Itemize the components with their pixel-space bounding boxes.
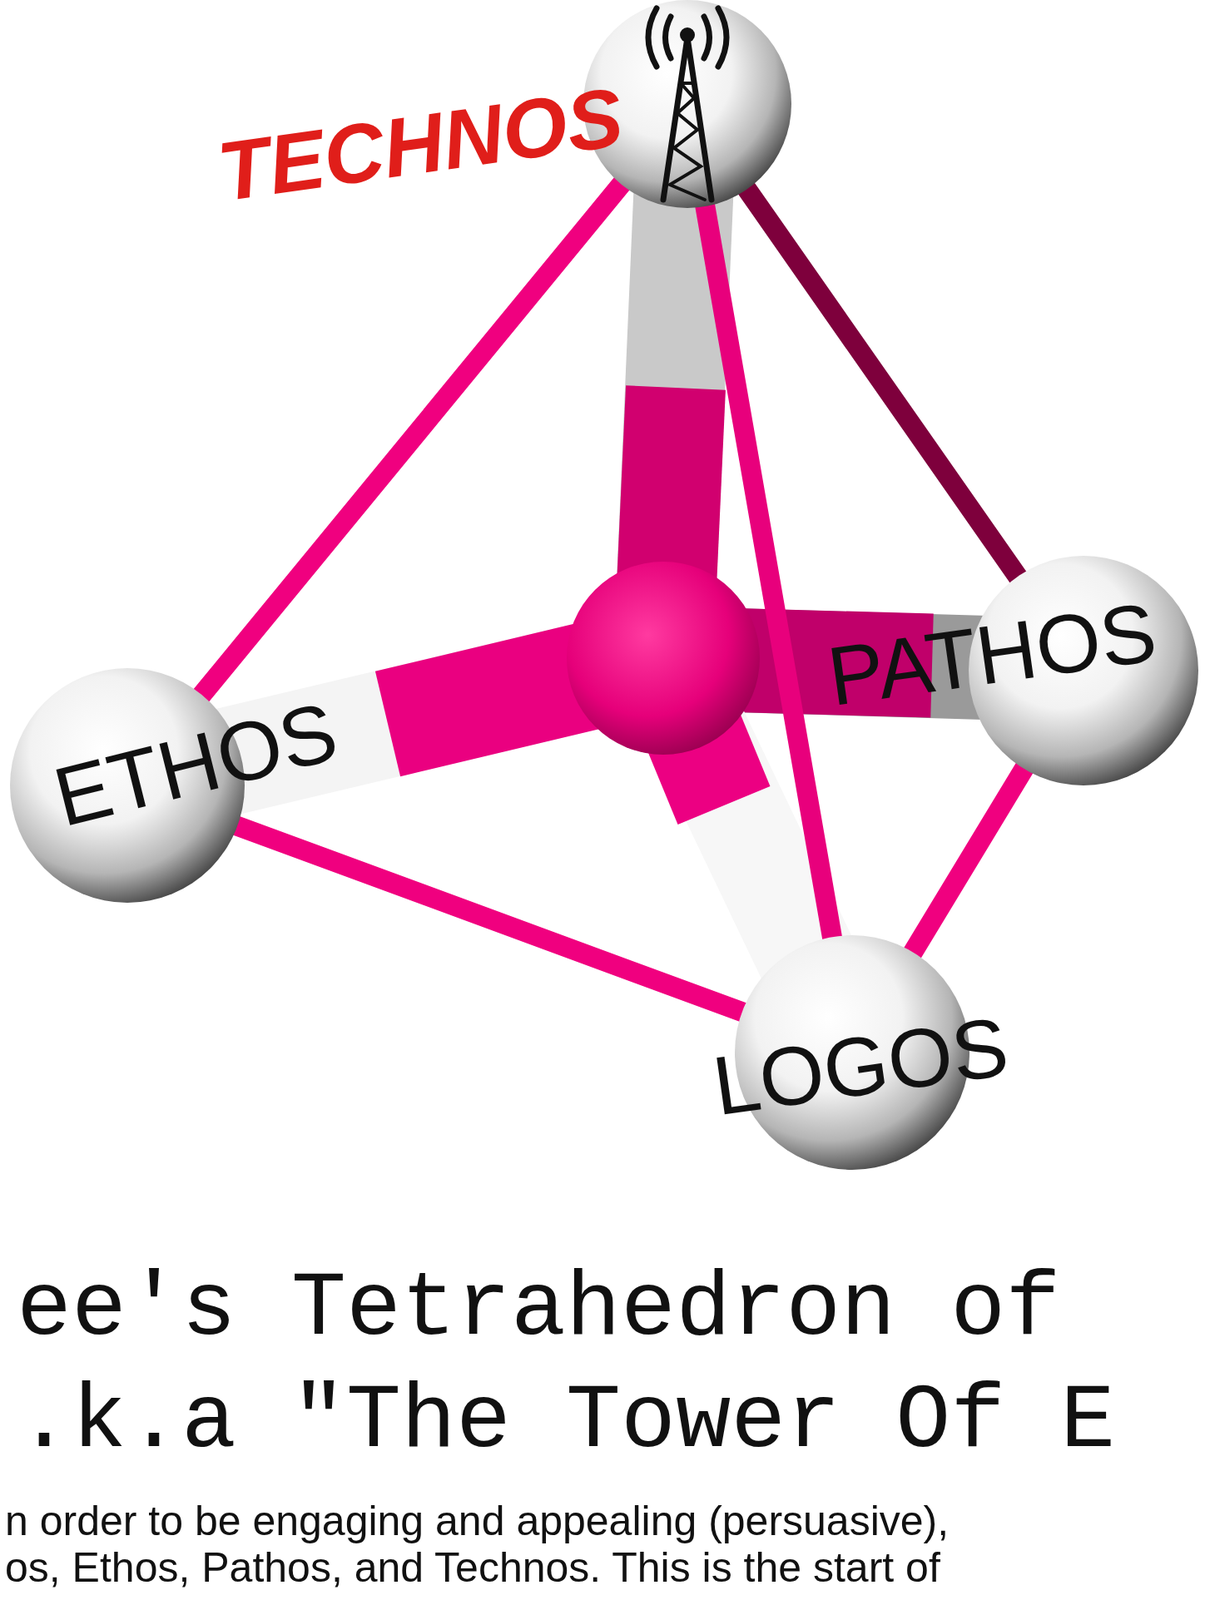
sphere-node: PATHOS — [968, 555, 1199, 786]
rod-connector — [198, 180, 625, 700]
bond — [127, 104, 1084, 1053]
sphere-node: LOGOS — [734, 935, 970, 1171]
sphere-node: ETHOS — [9, 668, 245, 903]
rod-connector — [233, 824, 748, 1015]
center-sphere — [566, 561, 760, 755]
rod-connector — [743, 185, 1021, 581]
sphere-node: TECHNOS — [583, 0, 792, 209]
body-text: os, Ethos, Pathos, and Technos. This is … — [4, 1544, 941, 1592]
rod-connector — [704, 201, 834, 943]
rod-connector — [910, 764, 1027, 958]
title: ee's Tetrahedron of .k.a "The Tower Of E — [16, 1253, 1182, 1478]
body-text: n order to be engaging and appealing (pe… — [4, 1497, 949, 1545]
node-label: TECHNOS — [213, 74, 628, 214]
